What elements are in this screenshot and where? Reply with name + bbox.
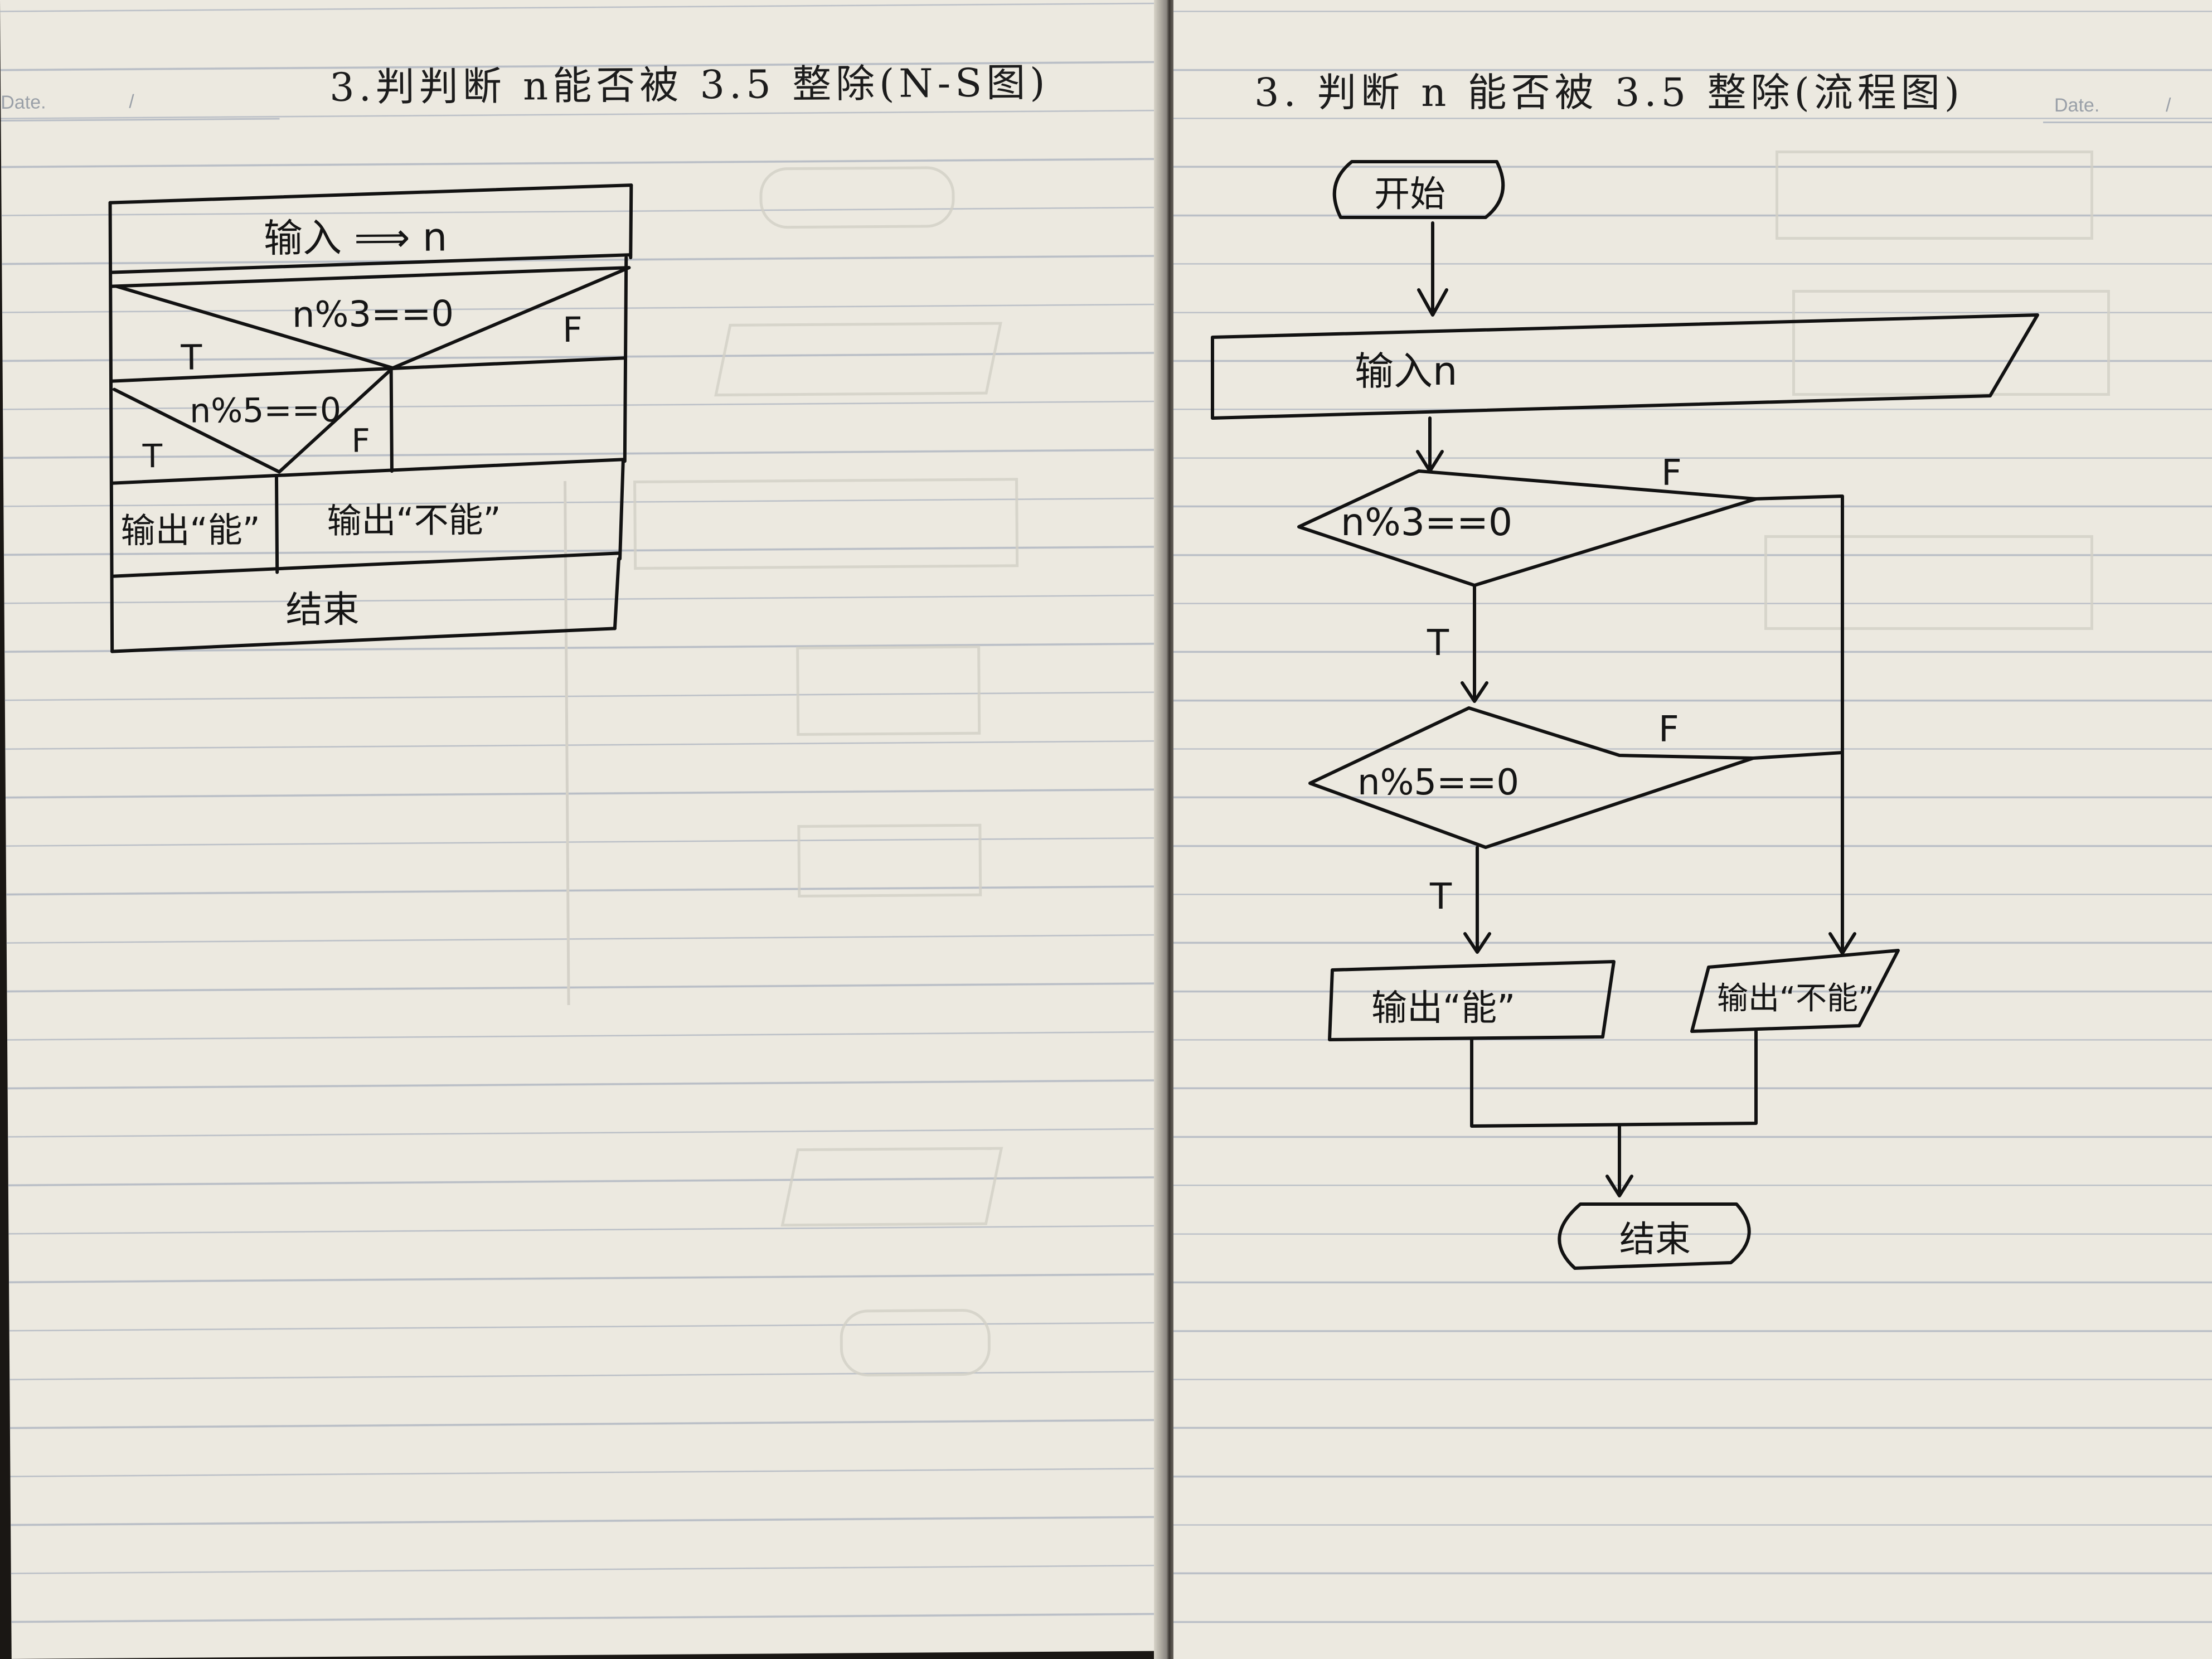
ns-cond2-false: F (351, 421, 370, 459)
flow-output-no: 输出“不能” (1717, 981, 1874, 1017)
ns-cond1-true: T (180, 337, 203, 377)
ns-frame-right-3 (618, 459, 625, 561)
ns-row-divider-2 (110, 356, 626, 383)
flow-cond2-diamond (1308, 706, 1755, 849)
flow-input-box (1211, 313, 2039, 420)
flowchart-title: 3. 判断 n 能否被 3.5 整除(流程图) (1254, 70, 1964, 115)
right-notebook-page: Date. / 3. 判断 n 能否被 3.5 整除(流程图) 开始 输入n n… (1173, 0, 2212, 1659)
ns-cond2-text: n%5==0 (190, 391, 341, 431)
flow-cond1-true: T (1427, 623, 1449, 664)
flow-cond2: n%5==0 (1357, 762, 1519, 803)
ns-frame-right-1 (629, 183, 633, 260)
ns-frame-right-2 (623, 256, 628, 463)
flowchart: 开始 输入n n%3==0 F T n%5==0 F T 输出“能” (1211, 160, 2039, 1270)
ns-frame-left (108, 201, 114, 653)
flow-cond1: n%3==0 (1341, 501, 1512, 545)
flow-output-yes: 输出“能” (1371, 988, 1515, 1029)
ns-frame-right-4 (613, 557, 621, 630)
ns-row-divider-3 (111, 458, 625, 485)
flow-output-yes-box (1328, 960, 1616, 1041)
ghost-shape (1764, 535, 2093, 630)
ns-frame-top (108, 183, 633, 205)
flow-cond2-true: T (1429, 876, 1452, 918)
flow-arrowhead (1417, 288, 1448, 317)
flow-cond2-false: F (1658, 709, 1679, 750)
flow-start-terminal (1332, 160, 1505, 219)
flow-cond1-false: F (1661, 453, 1682, 494)
ns-diagram: 输入 ⟹ n n%3==0 T F n%5==0 T F 输出“能” 输出“不能… (0, 0, 1174, 1659)
flow-output-no-box (1690, 949, 1900, 1033)
flow-end: 结束 (1619, 1219, 1691, 1260)
ns-cond2-true: T (142, 437, 162, 475)
date-label: Date. (2054, 95, 2100, 116)
ns-cond1-false: F (562, 309, 583, 350)
flow-input: 输入n (1355, 348, 1457, 394)
ns-frame-bottom (110, 627, 617, 653)
date-underline (2043, 122, 2212, 123)
flow-arrowhead (1463, 932, 1491, 954)
flow-cond2-false-path (1752, 751, 1844, 760)
ghost-shape (1792, 290, 2110, 396)
ns-row-divider-1b (110, 266, 631, 288)
ns-output-no: 输出“不能” (327, 499, 501, 541)
ns-row-divider-1 (110, 253, 633, 274)
ns-cond2-triangle (112, 366, 395, 474)
flow-cond1-false-path (1752, 494, 1844, 952)
ns-output-yes: 输出“能” (120, 510, 260, 551)
ns-row-divider-4 (112, 551, 622, 578)
ns-cond2-right-border (389, 366, 394, 473)
ns-output-divider (274, 476, 279, 574)
ns-cond1-text: n%3==0 (292, 293, 454, 336)
flow-end-terminal (1558, 1202, 1751, 1270)
flow-arrowhead (1461, 681, 1488, 703)
ns-end: 结束 (285, 588, 360, 632)
flow-merge-line (1470, 1030, 1758, 1128)
flow-start: 开始 (1374, 174, 1445, 215)
date-slash: / (2166, 95, 2171, 116)
ns-input-step: 输入 ⟹ n (264, 214, 448, 261)
left-notebook-page: Date. / 3.判判断 n能否被 3.5 整除(N-S图) 输入 ⟹ n n… (0, 0, 1174, 1659)
flow-arrowhead (1828, 932, 1856, 955)
flow-arrowhead (1605, 1175, 1633, 1197)
ghost-shape (1776, 151, 2093, 240)
